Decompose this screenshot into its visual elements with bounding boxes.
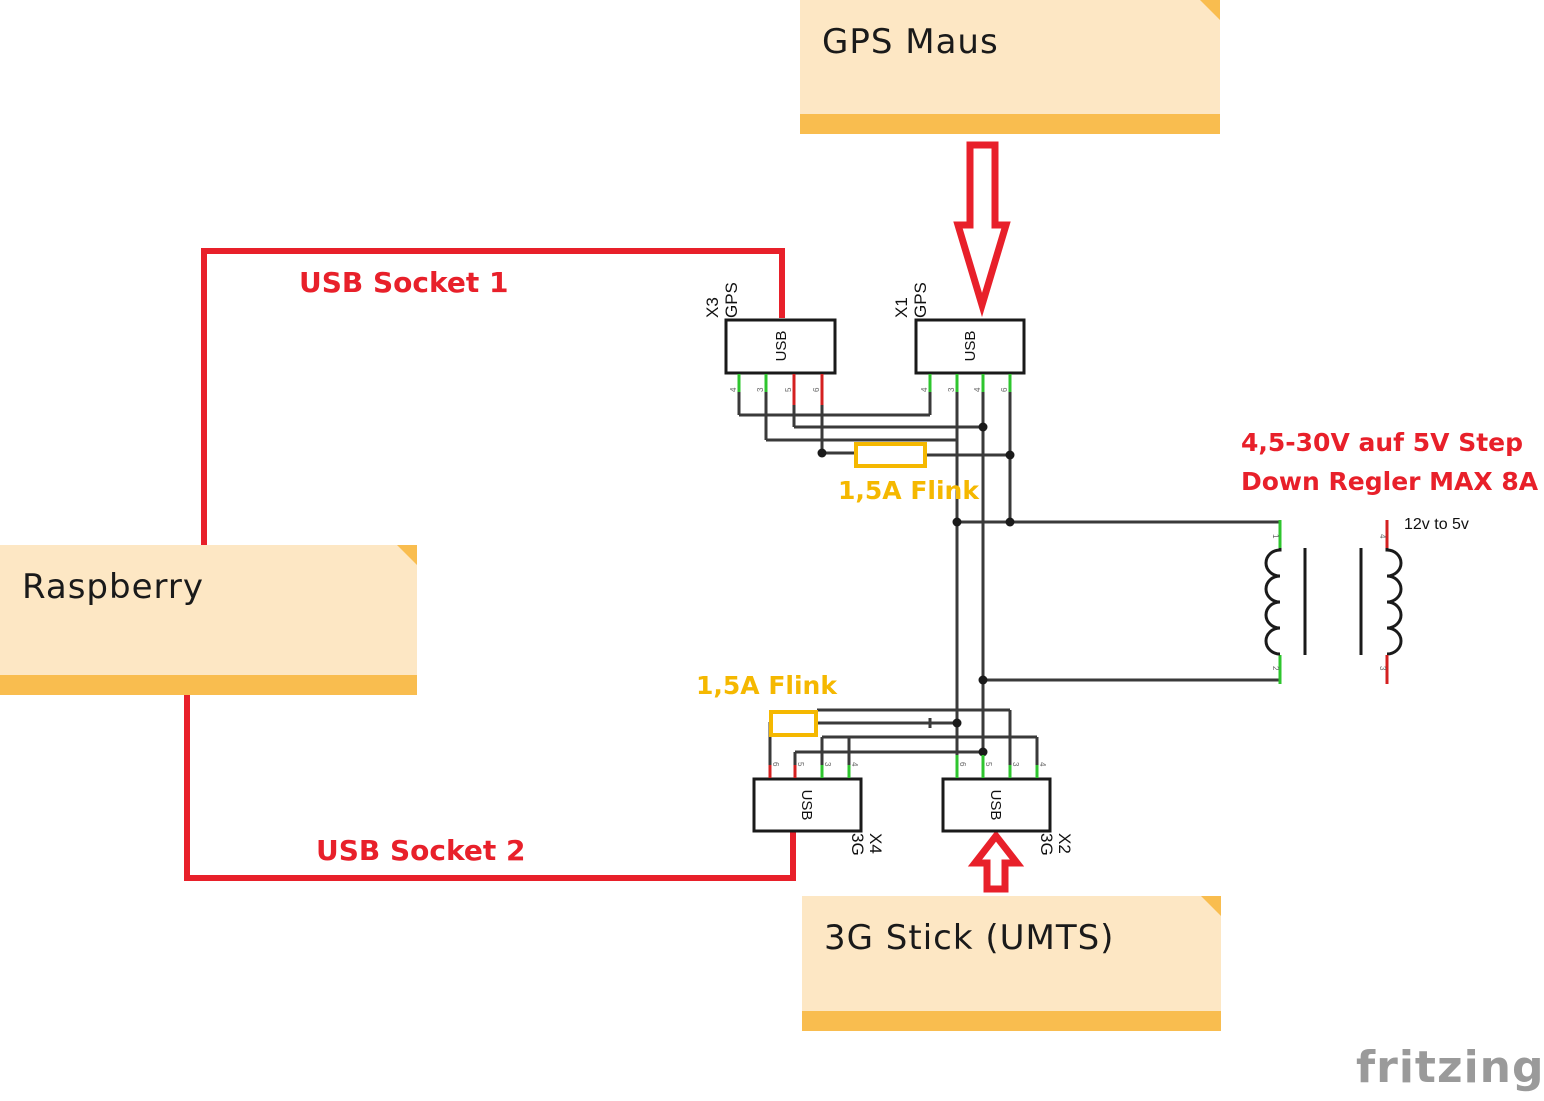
connector-x1-body: USB (962, 331, 979, 362)
connector-x1-pin: 4 (920, 387, 929, 392)
note-fold-icon (1200, 0, 1220, 20)
junction-dots (817, 422, 1015, 757)
note-3g-stick: 3G Stick (UMTS) (802, 896, 1221, 1031)
note-bar (802, 1011, 1221, 1031)
wiring (737, 392, 1280, 765)
note-fold-icon (1201, 896, 1221, 916)
note-bar (800, 114, 1220, 134)
connector-x2-value: 3G (1037, 833, 1056, 856)
connector-x4-pin: 6 (771, 762, 780, 767)
usb-socket-2-label: USB Socket 2 (316, 834, 526, 867)
regulator-transformer: 1 2 4 3 (1264, 520, 1403, 684)
connector-x1-ref: X1 (892, 297, 911, 318)
connector-x4: USB X4 3G 6 5 3 4 (752, 762, 885, 856)
usb-socket-1-label: USB Socket 1 (299, 266, 509, 299)
note-3g-stick-text: 3G Stick (UMTS) (824, 918, 1115, 958)
transformer-pin: 1 (1271, 534, 1280, 539)
connector-x3-pin: 6 (812, 387, 821, 392)
note-gps-maus: GPS Maus (800, 0, 1220, 134)
connector-x3: USB X3 GPS 4 3 5 6 (703, 282, 837, 405)
note-raspberry-text: Raspberry (22, 567, 204, 607)
connector-x4-pin: 3 (823, 762, 832, 767)
connector-x4-ref: X4 (866, 833, 885, 854)
connector-x3-pin: 3 (756, 387, 765, 392)
connector-x2-pin: 3 (1011, 762, 1020, 767)
fuse-bottom (769, 710, 818, 737)
connector-x3-body: USB (773, 331, 790, 362)
connector-x3-pin: 5 (784, 387, 793, 392)
connector-x3-value: GPS (722, 282, 741, 318)
connector-x1-value: GPS (911, 282, 930, 318)
transformer-pin: 2 (1271, 666, 1280, 671)
note-bar (0, 675, 417, 695)
transformer-pin: 4 (1378, 534, 1387, 539)
connector-x3-ref: X3 (703, 297, 722, 318)
connector-x2-body: USB (987, 790, 1004, 821)
connector-x4-pin: 4 (850, 762, 859, 767)
fuse-top (854, 442, 927, 468)
connector-x4-body: USB (798, 790, 815, 821)
connector-x2-pin: 4 (1038, 762, 1047, 767)
regulator-label-line1: 4,5-30V auf 5V Step (1241, 428, 1524, 457)
note-raspberry: Raspberry (0, 545, 417, 695)
usb-cable-1 (201, 248, 785, 545)
connector-x4-value: 3G (848, 833, 867, 856)
connector-x2-pin: 5 (984, 762, 993, 767)
gps-down-arrow (953, 141, 1011, 318)
regulator-label-line2: Down Regler MAX 8A (1241, 467, 1539, 496)
connector-x1-pin: 3 (947, 387, 956, 392)
connector-x2-pin: 6 (958, 762, 967, 767)
connector-x1: USB X1 GPS 4 3 4 6 (892, 282, 1026, 392)
connector-x1-pin: 6 (1000, 387, 1009, 392)
fuse-top-label: 1,5A Flink (838, 476, 979, 505)
connector-x2: USB X2 3G 6 5 3 4 (941, 755, 1074, 856)
fritzing-logo: fritzing (1356, 1042, 1544, 1093)
transformer-pin: 3 (1378, 666, 1387, 671)
connector-x1-pin: 4 (973, 387, 982, 392)
note-fold-icon (397, 545, 417, 565)
connector-x4-pin: 5 (796, 762, 805, 767)
connector-x3-pin: 4 (729, 387, 738, 392)
umts-up-arrow (967, 830, 1025, 893)
fuse-bottom-label: 1,5A Flink (696, 671, 837, 700)
usb-cable-2 (184, 690, 796, 881)
note-gps-maus-text: GPS Maus (822, 22, 999, 62)
regulator-part-label: 12v to 5v (1404, 516, 1469, 533)
connector-x2-ref: X2 (1055, 833, 1074, 854)
